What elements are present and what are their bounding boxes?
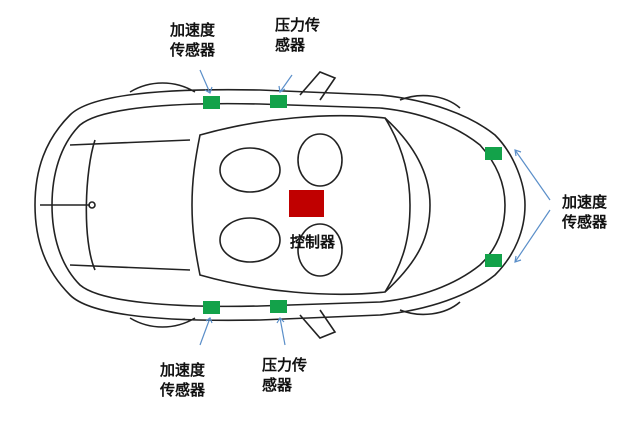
label-line: 压力传 <box>275 16 321 34</box>
label-line: 感器 <box>262 376 293 394</box>
label-pressure-top: 压力传 感器 <box>275 15 320 55</box>
controller-block <box>289 190 324 217</box>
accel-sensor-front-top <box>485 147 502 160</box>
label-line: 压力传 <box>262 356 308 374</box>
pressure-sensor-top <box>270 95 287 108</box>
accel-sensor-bottom <box>203 301 220 314</box>
label-accel-bottom: 加速度 传感器 <box>160 360 205 400</box>
label-line: 传感器 <box>160 381 206 399</box>
accel-sensor-front-bottom <box>485 254 502 267</box>
label-line: 感器 <box>275 36 306 54</box>
label-accel-right: 加速度 传感器 <box>562 192 607 232</box>
pressure-sensor-bottom <box>270 300 287 313</box>
label-pressure-bottom: 压力传 感器 <box>262 355 307 395</box>
label-line: 加速度 <box>170 21 216 39</box>
label-line: 传感器 <box>170 41 216 59</box>
label-line: 加速度 <box>160 361 206 379</box>
label-controller: 控制器 <box>290 233 336 251</box>
accel-sensor-top <box>203 96 220 109</box>
label-line: 传感器 <box>562 213 608 231</box>
label-line: 加速度 <box>562 193 608 211</box>
arrows <box>199 69 551 346</box>
label-accel-top: 加速度 传感器 <box>170 20 215 60</box>
